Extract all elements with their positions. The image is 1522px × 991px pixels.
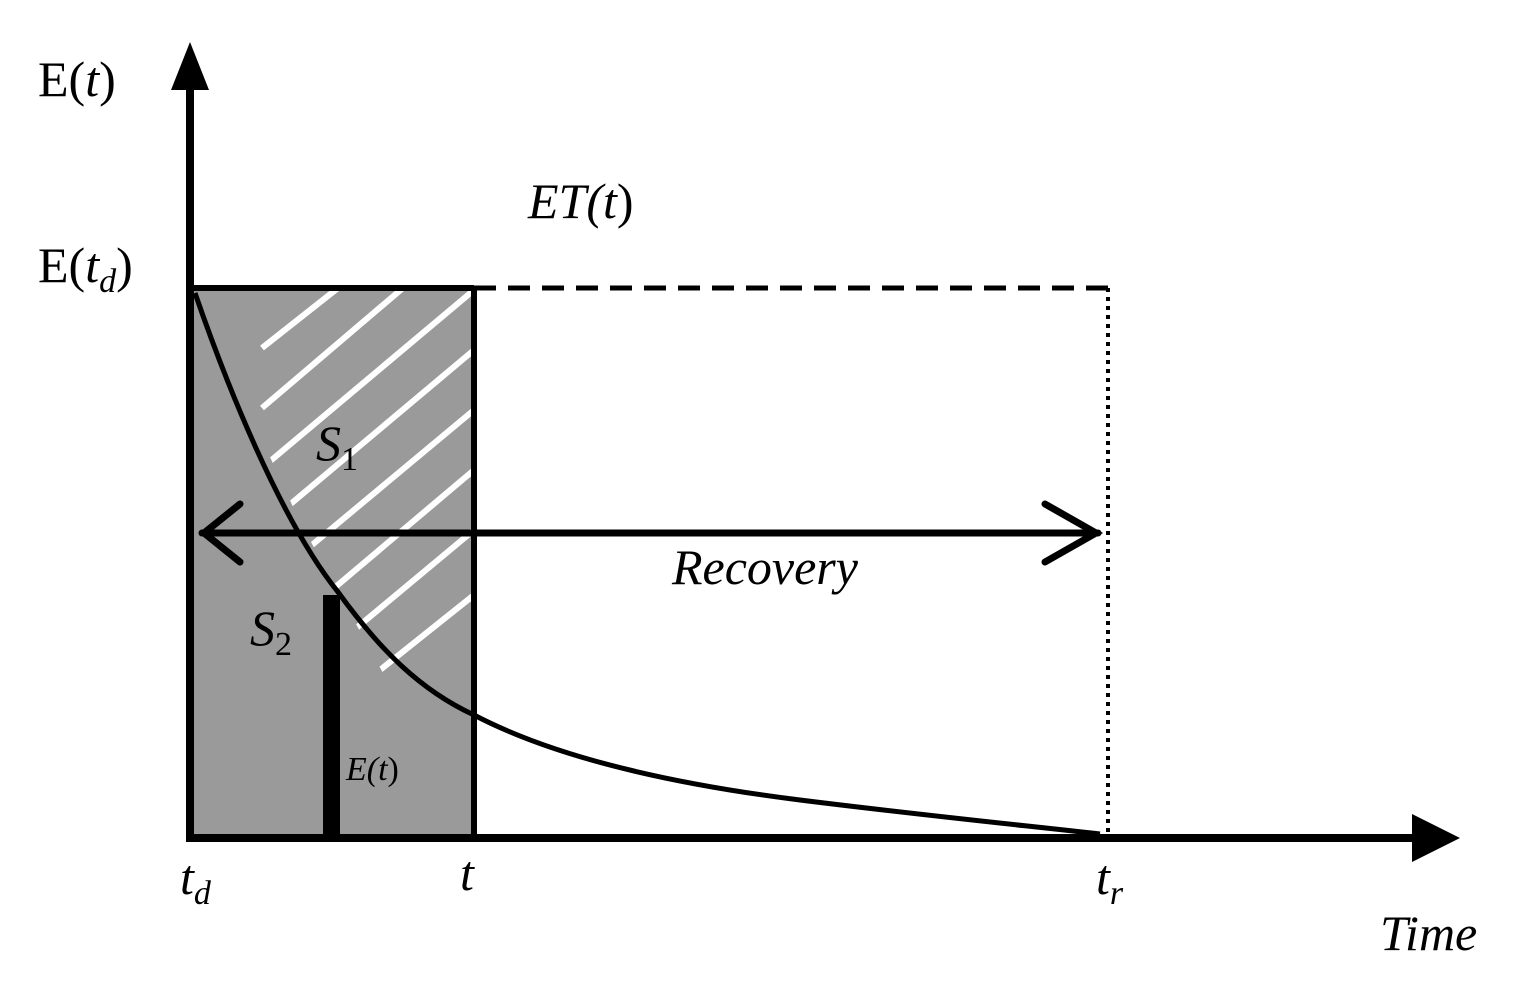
decay-curve — [192, 292, 1101, 837]
recovery-label: Recovery — [671, 539, 859, 595]
recovery-arrow — [198, 500, 1104, 566]
et-bar-label: E(t) — [345, 751, 399, 788]
x-axis-label: Time — [1380, 905, 1477, 961]
s2-label: S2 — [250, 600, 292, 663]
et-bar — [323, 595, 340, 838]
tick-label-t: t — [460, 845, 475, 901]
et-label: ET(t) — [527, 173, 634, 229]
x-axis-arrowhead — [1412, 814, 1460, 862]
y-axis-arrowhead — [171, 42, 209, 90]
s1-label: S1 — [316, 415, 358, 478]
e-td-label: E(td) — [38, 237, 133, 300]
y-axis-label: E(t) — [38, 51, 116, 107]
tick-label-tr: tr — [1096, 849, 1124, 912]
tick-label-td: td — [180, 849, 212, 912]
